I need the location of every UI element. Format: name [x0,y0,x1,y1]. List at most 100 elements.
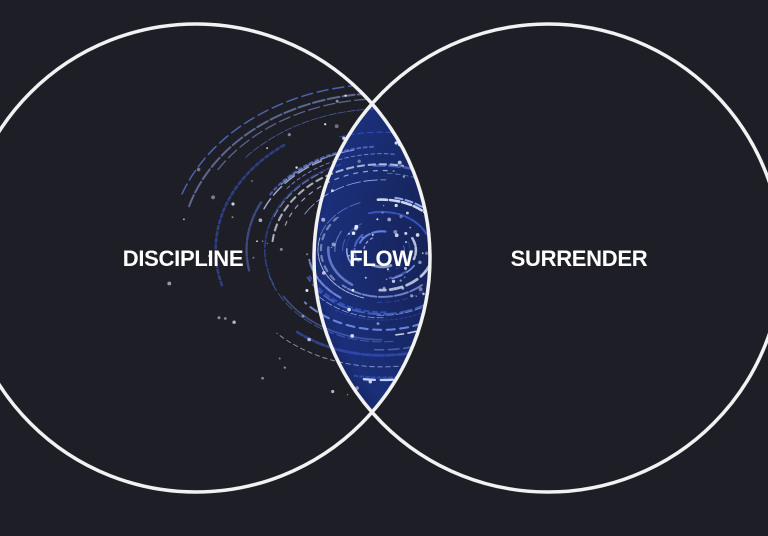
swirl-spark [517,303,518,304]
swirl-streak [345,227,361,247]
swirl-spark [506,294,508,296]
swirl-spark [324,123,327,126]
swirl-spark [533,135,535,137]
swirl-spark [455,245,458,248]
swirl-streak [436,300,479,330]
swirl-spark [502,381,504,383]
swirl-spark [261,240,264,242]
swirl-streak [280,149,355,185]
swirl-spark [347,307,351,312]
swirl-spark [380,106,384,110]
swirl-spark [399,279,402,282]
swirl-spark [391,279,396,283]
swirl-streak [317,237,365,299]
swirl-streak [461,194,489,304]
swirl-spark [432,324,435,327]
swirl-spark [397,160,402,165]
swirl-streak [371,263,393,269]
swirl-spark [458,273,460,275]
swirl-streak [373,285,430,303]
swirl-spark [437,221,438,222]
swirl-streak [268,275,394,343]
swirl-streak [263,160,323,210]
swirl-spark [382,286,386,290]
swirl-spark [472,192,476,196]
swirl-spark [348,254,350,257]
swirl-spark [453,218,457,222]
right-circle [312,22,768,494]
swirl-spark [350,333,355,338]
swirl-spark [451,359,452,360]
swirl-spark [578,207,579,208]
swirl-spark [351,288,355,292]
swirl-spark [402,175,406,178]
swirl-spark [414,377,417,380]
swirl-spark [321,271,326,275]
swirl-spark [418,260,422,265]
swirl-spark [383,402,387,406]
swirl-spark [252,256,255,259]
swirl-streak [308,258,342,299]
swirl-spark [331,389,335,394]
swirl-spark [231,202,235,206]
left-circle [0,22,432,494]
swirl-spark [223,317,227,320]
swirl-spark [397,88,401,91]
swirl-spark [421,252,424,255]
swirl-spark [439,115,442,118]
swirl-spark [321,217,326,222]
swirl-spark [335,99,339,103]
swirl-spark [258,218,263,223]
swirl-spark [330,246,333,249]
swirl-streak [269,145,376,196]
swirl-spark [393,229,398,234]
swirl-spark [403,276,406,278]
swirl-spark [545,361,548,364]
swirl-spark [361,236,363,239]
swirl-spark [295,166,298,169]
swirl-spark [261,376,264,380]
swirl-streak [378,249,430,292]
swirl-spark [428,337,430,341]
swirl-spark [509,317,512,320]
swirl-streak [333,282,430,321]
swirl-spark [207,254,210,257]
swirl-spark [256,240,258,243]
swirl-spark [411,115,413,117]
swirl-spark [404,266,407,270]
swirl-streak [273,171,323,217]
swirl-spark [376,218,379,221]
swirl-streak [295,326,430,357]
swirl-spark [486,340,490,344]
swirl-spark [394,141,398,145]
swirl-spark [381,211,384,214]
swirl-streak [319,217,338,281]
swirl-streak [386,241,411,272]
swirl-spark [405,241,407,244]
swirl-spark [182,218,185,221]
swirl-spark [376,322,380,326]
swirl-spark [211,195,216,200]
swirl-spark [364,276,367,279]
swirl-spark [449,269,452,272]
swirl-spark [279,247,283,251]
swirl-spark [415,295,418,298]
swirl-spark [381,415,385,419]
swirl-streak [245,201,263,272]
swirl-spark [425,185,429,188]
swirl-spark [266,147,268,149]
swirl-streak [426,230,430,300]
swirl-spark [498,331,501,334]
label-discipline: DISCIPLINE [123,246,243,271]
swirl-streak [345,248,354,267]
swirl-streak [327,246,354,286]
swirl-spark [515,191,516,192]
swirl-spark [232,320,236,324]
swirl-spark [487,217,490,220]
swirl-spark [420,363,425,368]
swirl-spark [301,314,305,318]
swirl-streak [388,270,408,280]
swirl-spark [305,288,309,293]
